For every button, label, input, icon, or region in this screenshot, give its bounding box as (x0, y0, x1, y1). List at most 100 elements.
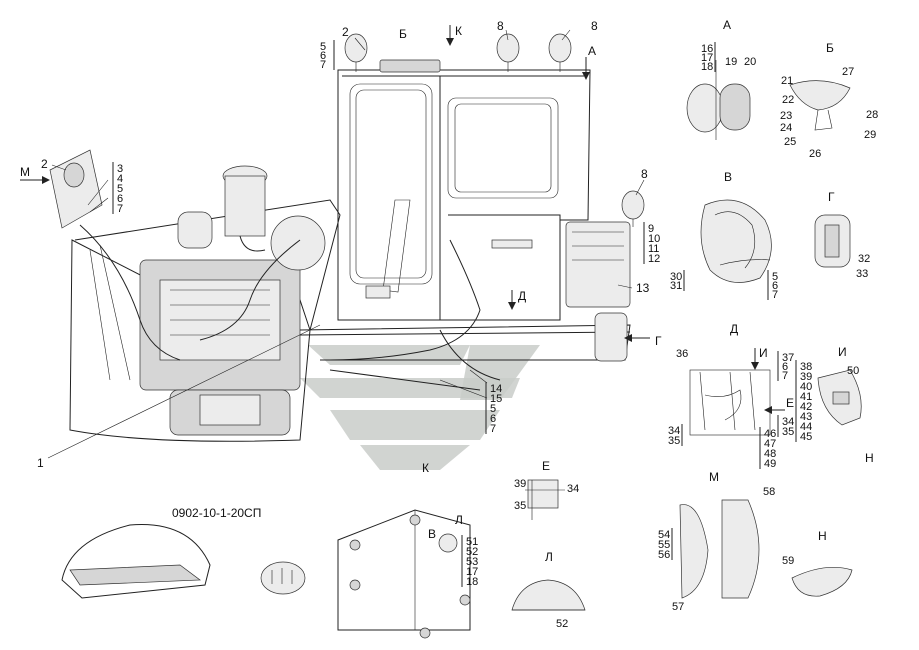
stack-label-stack_14_7-2: 5 (490, 403, 496, 415)
stack-label-stack_d_bottom-1: 47 (764, 438, 776, 450)
leader-lines (47, 29, 645, 459)
stack-label-stack_34567-4: 7 (117, 203, 123, 215)
stack-label-stack_i-7: 45 (800, 431, 812, 443)
detail-view-k (337, 509, 471, 639)
stack-label-stack_34567-2: 5 (117, 183, 123, 195)
label-view_letters-k_detail: К (422, 461, 429, 475)
stack-label-stack_567_top-1: 6 (320, 50, 326, 62)
label-numbers-b_26: 26 (809, 148, 821, 160)
label-view_letters-v_in_k: В (428, 527, 436, 541)
detail-view-g (814, 214, 851, 268)
label-numbers-e_39: 39 (514, 478, 526, 490)
label-view_letters-e_arrow: Е (786, 396, 794, 410)
label-numbers-n2b: 2 (342, 25, 349, 39)
label-view_letters-m_main: М (20, 165, 30, 179)
label-numbers-b_24: 24 (780, 122, 792, 134)
label-numbers-b_27: 27 (842, 66, 854, 78)
stack-label-stack_d_left-1: 35 (668, 435, 680, 447)
stack-label-stack_a_left-1: 17 (701, 52, 713, 64)
stack-label-stack_i-1: 39 (800, 371, 812, 383)
stack-label-stack_d_bottom-2: 48 (764, 448, 776, 460)
stack-label-stack_v_right-0: 5 (772, 271, 778, 283)
stack-label-stack_k-0: 51 (466, 536, 478, 548)
stack-label-stack_9_12-3: 12 (648, 253, 660, 265)
stack-label-stack_a_left-0: 16 (701, 43, 713, 55)
label-view_letters-d_detail: Д (730, 322, 738, 336)
stack-label-stack_14_7-1: 15 (490, 393, 502, 405)
detail-view-b (789, 80, 851, 131)
stack-label-stack_d_top-0: 37 (782, 352, 794, 364)
stack-label-stack_14_7-4: 7 (490, 423, 496, 435)
stack-label-stack_i-0: 38 (800, 361, 812, 373)
label-view_letters-g_main: Г (655, 334, 662, 348)
stack-label-stack_k-4: 18 (466, 576, 478, 588)
detail-view-i (817, 369, 862, 426)
detail-view-l (511, 579, 586, 611)
stack-label-stack_d_mid-0: 34 (782, 416, 794, 428)
label-numbers-l_52: 52 (556, 618, 568, 630)
stack-label-stack_14_7-0: 14 (490, 383, 502, 395)
stack-label-stack_m-1: 55 (658, 539, 670, 551)
stack-label-stack_i-4: 42 (800, 401, 812, 413)
label-numbers-d_36: 36 (676, 348, 688, 360)
label-numbers-b_28: 28 (866, 109, 878, 121)
detail-view-e (525, 479, 565, 520)
watermark-logo (300, 345, 540, 470)
label-numbers-b_22: 22 (782, 94, 794, 106)
stack-label-stack_v_right-1: 6 (772, 280, 778, 292)
label-view_letters-k_main: К (455, 24, 462, 38)
stack-label-stack_i-6: 44 (800, 421, 812, 433)
label-view_letters-l_detail2: Л (545, 550, 553, 564)
stack-label-stack_d_top-1: 6 (782, 361, 788, 373)
stack-label-stack_v_left-0: 30 (670, 271, 682, 283)
label-numbers-g_33: 33 (856, 268, 868, 280)
detail-view-m (679, 499, 760, 599)
stack-label-stack_34567-1: 4 (117, 173, 123, 185)
stack-label-stack_9_12-0: 9 (648, 223, 654, 235)
label-view_letters-a_main: А (588, 44, 596, 58)
drawing-number: 0902-10-1-20СП (172, 506, 261, 520)
label-numbers-n1: 1 (37, 456, 44, 470)
label-view_letters-d_main: Д (518, 289, 526, 303)
label-view_letters-m_detail: М (709, 470, 719, 484)
label-view_letters-n_detail: Н (818, 529, 827, 543)
label-numbers-e_34: 34 (567, 483, 579, 495)
stack-label-stack_i-2: 40 (800, 381, 812, 393)
stack-label-stack_m-2: 56 (658, 549, 670, 561)
label-view_letters-b_detail: Б (826, 41, 834, 55)
label-numbers-b_21: 21 (781, 75, 793, 87)
label-numbers-n8c: 8 (641, 167, 648, 181)
label-numbers-n_59: 59 (782, 555, 794, 567)
detail-bottom-connector (260, 561, 306, 595)
stack-label-stack_9_12-1: 10 (648, 233, 660, 245)
label-view_letters-l_detail: Л (455, 513, 463, 527)
stack-label-stack_d_top-2: 7 (782, 370, 788, 382)
label-numbers-m_57: 57 (672, 601, 684, 613)
stack-label-stack_a_left-2: 18 (701, 61, 713, 73)
label-view_letters-e_detail: Е (542, 459, 550, 473)
stack-label-stack_d_left-0: 34 (668, 425, 680, 437)
label-view_letters-n_in_i: Н (865, 451, 874, 465)
stack-label-stack_i-5: 43 (800, 411, 812, 423)
cabin (337, 59, 631, 321)
label-view_letters-b_main: Б (399, 27, 407, 41)
detail-view-v (700, 199, 772, 283)
stack-label-stack_i-3: 41 (800, 391, 812, 403)
stack-label-stack_9_12-2: 11 (648, 243, 659, 255)
label-numbers-n8b: 8 (591, 19, 598, 33)
stack-label-stack_k-2: 53 (466, 556, 478, 568)
wiring-harness (79, 224, 501, 391)
label-numbers-b_23: 23 (780, 110, 792, 122)
stack-label-stack_m-0: 54 (658, 529, 670, 541)
stack-label-stack_567_top-0: 5 (320, 41, 326, 53)
label-numbers-i_50: 50 (847, 365, 859, 377)
label-numbers-b_25: 25 (784, 136, 796, 148)
stack-label-stack_v_left-1: 31 (670, 280, 682, 292)
label-numbers-n13: 13 (636, 281, 650, 295)
label-view_letters-i_detail: И (838, 345, 847, 359)
stack-label-stack_k-3: 17 (466, 566, 478, 578)
mirror-left (49, 149, 103, 229)
